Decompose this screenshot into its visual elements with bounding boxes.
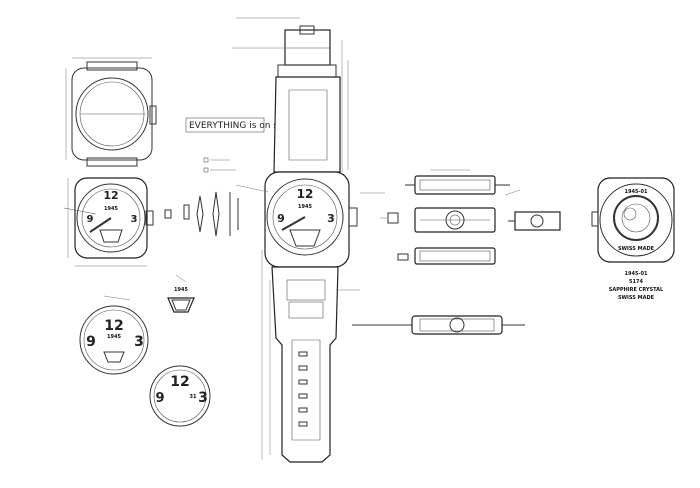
dial-brand: 1945 xyxy=(104,206,118,212)
caseback-view: 1945-01 SWISS MADE 1945-01 5174 SAPPHIRE… xyxy=(591,177,675,301)
caseback-line-3: SAPPHIRE CRYSTAL xyxy=(609,287,664,293)
caseback-line-2: 5174 xyxy=(629,279,643,285)
dial-numeral-12: 12 xyxy=(103,189,118,202)
dimension-leaders xyxy=(103,17,521,301)
center-numeral-12: 12 xyxy=(297,187,314,201)
center-dial-brand: 1945 xyxy=(298,204,312,210)
center-numeral-3: 3 xyxy=(327,212,335,225)
scale-note: EVERYTHING is on size 1:1 xyxy=(185,117,308,133)
dial-detail-2: 12 3 9 31 xyxy=(149,365,211,427)
dial1-brand: 1945 xyxy=(107,334,121,340)
watch-front-view-left: 12 3 9 1945 xyxy=(63,177,154,267)
dial1-3: 3 xyxy=(134,334,144,350)
caseback-swiss-text: SWISS MADE xyxy=(618,246,655,252)
center-numeral-9: 9 xyxy=(277,212,285,225)
dial-numeral-3: 3 xyxy=(131,214,138,225)
watch-with-strap-assembly: 12 3 9 1945 xyxy=(261,25,360,463)
dial-numeral-9: 9 xyxy=(87,214,94,225)
logo-brand: 1945 xyxy=(174,287,188,293)
dial1-12: 12 xyxy=(104,318,123,334)
caseback-line-1: 1945-01 xyxy=(625,271,648,277)
dial-logo-detail: 1945 xyxy=(167,287,195,313)
dial2-date: 31 xyxy=(190,394,197,400)
small-parts xyxy=(164,157,239,237)
dial-detail-1: 12 3 9 1945 xyxy=(79,305,149,375)
dial2-9: 9 xyxy=(155,391,164,406)
dial2-3: 3 xyxy=(198,390,208,406)
case-top-view xyxy=(65,57,157,167)
dial1-9: 9 xyxy=(86,334,96,350)
caseback-ring-text: 1945-01 xyxy=(625,189,648,195)
dial2-12: 12 xyxy=(170,374,189,390)
scale-note-text: EVERYTHING is on size 1:1 xyxy=(189,121,308,131)
caseback-line-4: SWISS MADE xyxy=(618,295,655,301)
case-profile-views xyxy=(352,175,561,335)
